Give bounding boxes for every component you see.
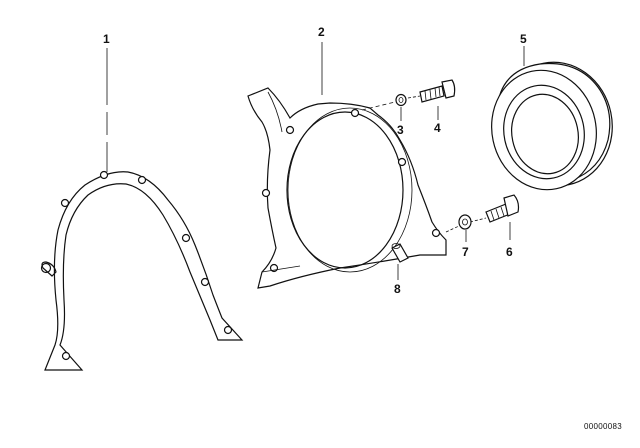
washer-part-3 — [361, 93, 407, 121]
seal-ring-part-5 — [491, 46, 613, 191]
callout-5: 5 — [520, 32, 527, 46]
bolt-part-4 — [407, 79, 456, 120]
callout-8: 8 — [394, 282, 401, 296]
washer-part-7 — [445, 214, 472, 242]
callout-1: 1 — [103, 32, 110, 46]
bolt-part-6 — [469, 194, 520, 240]
gasket-part-1 — [40, 48, 244, 371]
callout-2: 2 — [318, 25, 325, 39]
callout-3: 3 — [397, 123, 404, 137]
callout-6: 6 — [506, 245, 513, 259]
drawing-code: 00000083 — [584, 422, 622, 431]
dowel-part-8 — [391, 243, 409, 280]
callout-7: 7 — [462, 245, 469, 259]
callout-4: 4 — [434, 121, 441, 135]
cover-part-2 — [247, 42, 447, 289]
